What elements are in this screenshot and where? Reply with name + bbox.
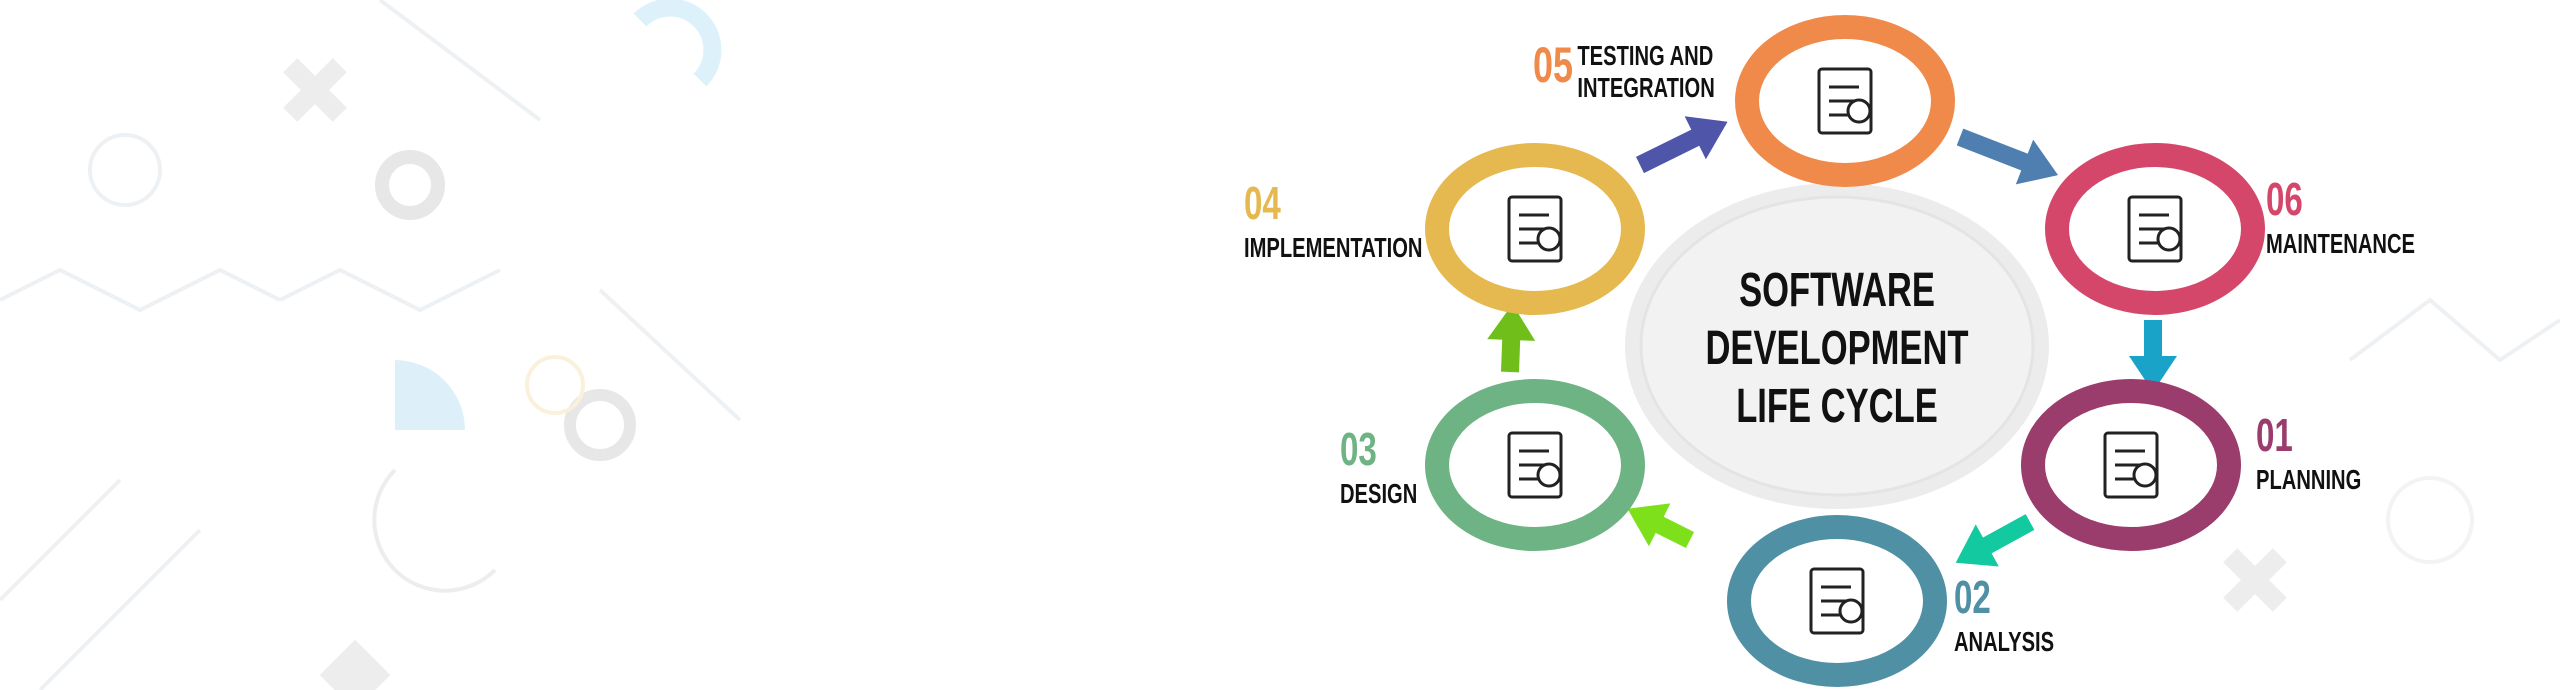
- clipboard-checklist-icon: [2103, 431, 2159, 499]
- stage-number: 04: [1244, 177, 1281, 229]
- decor-ring: [88, 133, 162, 207]
- title-line: SOFTWARE: [1739, 264, 1935, 317]
- stage-ring-01: [2021, 379, 2241, 551]
- flow-arrow: [1627, 503, 1695, 549]
- flow-arrow: [1956, 128, 2059, 185]
- stage-ring-02: [1727, 515, 1947, 687]
- stage-label-maintenance: 06 MAINTENANCE: [2266, 176, 2415, 258]
- stage-ring-05: [1735, 15, 1955, 187]
- decor-zigzag: [2348, 297, 2560, 363]
- decor-ring: [2386, 476, 2474, 564]
- stage-number: 03: [1340, 423, 1377, 475]
- document-search-icon: [1817, 67, 1873, 135]
- stage-number: 05: [1533, 37, 1574, 93]
- decor-line: [598, 288, 742, 422]
- stage-name: MAINTENANCE: [2266, 228, 2415, 259]
- stage-label-implementation: 04 IMPLEMENTATION: [1244, 180, 1422, 262]
- decor-line: [38, 528, 202, 690]
- flow-arrow: [1487, 304, 1536, 373]
- flow-arrow: [1955, 514, 2035, 567]
- decor-zigzag: [279, 267, 501, 313]
- stage-number: 06: [2266, 173, 2303, 225]
- stage-label-analysis: 02 ANALYSIS: [1954, 574, 2054, 656]
- stage-label-planning: 01 PLANNING: [2256, 412, 2361, 494]
- stage-number: 02: [1954, 571, 1991, 623]
- decor-diamond: [319, 639, 391, 690]
- stage-label-testing: 05 TESTING AND INTEGRATION: [1533, 40, 1715, 104]
- decor-ring: [525, 355, 585, 415]
- decor-line: [0, 478, 122, 602]
- stage-label-design: 03 DESIGN: [1340, 426, 1417, 508]
- browser-gears-icon: [2127, 195, 2183, 263]
- decor-ring: [375, 150, 445, 220]
- decor-cross: [283, 58, 347, 122]
- stage-name: TESTING AND: [1577, 40, 1714, 71]
- stage-name: DESIGN: [1340, 478, 1418, 509]
- decor-quarter: [395, 360, 465, 430]
- stage-name: INTEGRATION: [1577, 72, 1715, 103]
- diagram-title: SOFTWARE DEVELOPMENT LIFE CYCLE: [1693, 262, 1981, 436]
- gear-cycle-icon: [1507, 195, 1563, 263]
- decor-cross: [2223, 548, 2287, 612]
- decor-zigzag: [0, 267, 281, 313]
- decor-arc: [633, 0, 722, 87]
- title-line: LIFE CYCLE: [1736, 380, 1938, 433]
- stage-ring-06: [2045, 143, 2265, 315]
- title-line: DEVELOPMENT: [1705, 322, 1969, 375]
- center-ellipse-inner: [1639, 195, 2035, 497]
- decor-line: [378, 0, 542, 122]
- stage-ring-04: [1425, 143, 1645, 315]
- stage-ring-03: [1425, 379, 1645, 551]
- stage-name: ANALYSIS: [1954, 626, 2055, 657]
- stage-number: 01: [2256, 409, 2293, 461]
- stage-name: PLANNING: [2256, 464, 2362, 495]
- flow-arrow: [2129, 320, 2177, 392]
- magnifier-chart-icon: [1809, 567, 1865, 635]
- flow-arrow: [1636, 116, 1728, 174]
- decor-ring: [564, 389, 636, 461]
- stage-name: IMPLEMENTATION: [1244, 232, 1423, 263]
- blueprint-pencil-icon: [1507, 431, 1563, 499]
- decor-arc: [372, 468, 497, 593]
